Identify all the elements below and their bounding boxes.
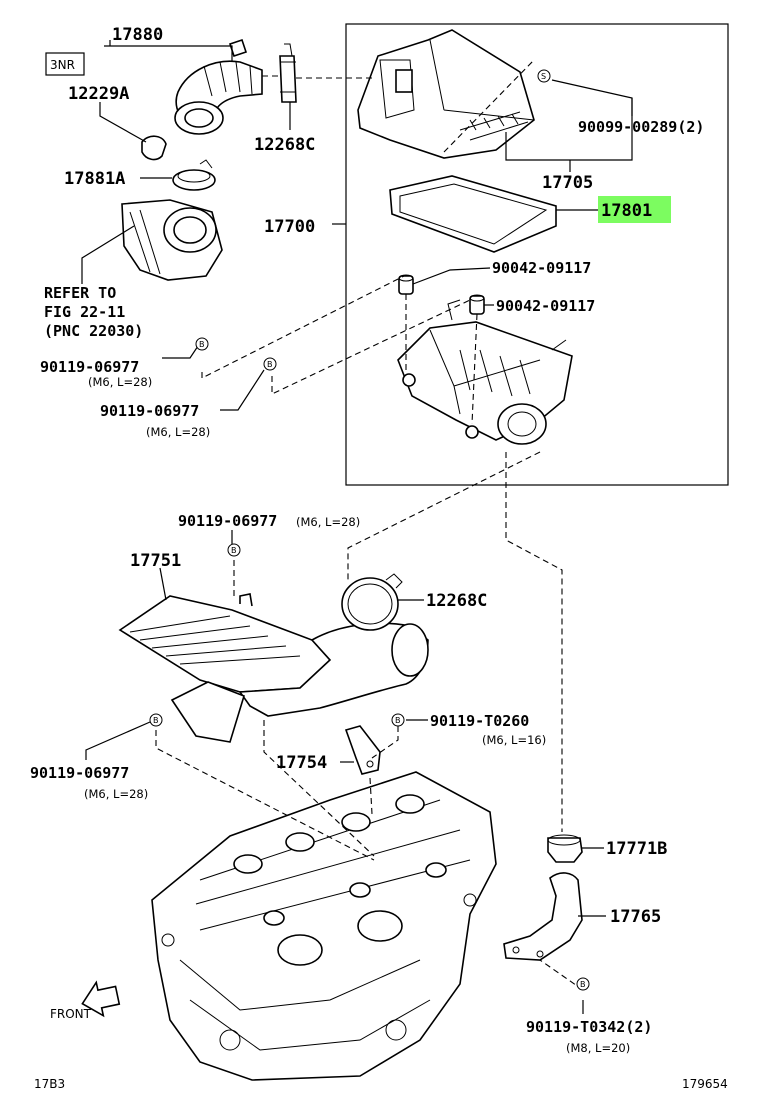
- label-17801[interactable]: 17801: [601, 201, 652, 221]
- leader-lines: [81, 40, 633, 1014]
- refer-line-3[interactable]: (PNC 22030): [44, 322, 143, 340]
- label-17754[interactable]: 17754: [276, 753, 327, 773]
- label-90042-a[interactable]: 90042-09117: [492, 259, 591, 277]
- bracket-17754[interactable]: [344, 725, 381, 775]
- label-90119-06977-b[interactable]: 90119-06977: [100, 402, 199, 420]
- marker-b-2: B: [263, 357, 277, 371]
- note-90119-t0342: (M8, L=20): [566, 1041, 630, 1055]
- label-90119-t0342[interactable]: 90119-T0342(2): [526, 1018, 652, 1036]
- elbow-12229a[interactable]: [141, 135, 167, 161]
- note-90119-t0260: (M6, L=16): [482, 733, 546, 747]
- marker-b-1: B: [195, 337, 209, 351]
- grommet-90042-a[interactable]: [398, 274, 414, 295]
- engine-code-box: [45, 52, 85, 76]
- dashed-connectors: [155, 59, 584, 991]
- assembly-box-17700: [345, 23, 729, 486]
- refer-line-1[interactable]: REFER TO: [44, 284, 116, 302]
- svg-text:B: B: [199, 340, 205, 349]
- marker-b-6: B: [576, 977, 590, 991]
- marker-b-4: B: [149, 713, 163, 727]
- label-90119-06977-c[interactable]: 90119-06977: [178, 512, 277, 530]
- front-label: FRONT: [50, 1007, 92, 1021]
- hose-clamp-12268c-mid[interactable]: [341, 573, 403, 631]
- air-inlet-duct-17751[interactable]: [118, 593, 429, 743]
- label-12268c-mid[interactable]: 12268C: [426, 591, 487, 611]
- marker-b-3: B: [227, 543, 241, 557]
- marker-b-5: B: [391, 713, 405, 727]
- svg-text:B: B: [231, 546, 237, 555]
- label-90099-00289[interactable]: 90099-00289(2): [578, 118, 704, 136]
- label-17751[interactable]: 17751: [130, 551, 181, 571]
- label-17771b[interactable]: 17771B: [606, 839, 667, 859]
- label-90119-t0260[interactable]: 90119-T0260: [430, 712, 529, 730]
- label-90119-06977-d[interactable]: 90119-06977: [30, 764, 129, 782]
- svg-text:B: B: [580, 980, 586, 989]
- clamp-17881a[interactable]: [172, 159, 216, 191]
- grommet-90042-b[interactable]: [469, 294, 485, 315]
- label-90042-b[interactable]: 90042-09117: [496, 297, 595, 315]
- label-17700[interactable]: 17700: [264, 217, 315, 237]
- refer-line-2[interactable]: FIG 22-11: [44, 303, 125, 321]
- label-12229a[interactable]: 12229A: [68, 84, 129, 104]
- note-90119-d: (M6, L=28): [84, 787, 148, 801]
- label-90119-06977-a[interactable]: 90119-06977: [40, 358, 139, 376]
- hose-clamp-12268c-top[interactable]: [279, 43, 297, 103]
- grommet-17771b[interactable]: [547, 834, 583, 863]
- air-filter-element-17801[interactable]: [389, 175, 557, 253]
- label-17765[interactable]: 17765: [610, 907, 661, 927]
- label-12268c-top[interactable]: 12268C: [254, 135, 315, 155]
- note-90119-b: (M6, L=28): [146, 425, 210, 439]
- marker-s: S: [541, 72, 546, 81]
- footer-left: 17B3: [34, 1077, 65, 1091]
- air-cleaner-case: [397, 299, 573, 445]
- label-17881a[interactable]: 17881A: [64, 169, 125, 189]
- engine-code: 3NR: [50, 58, 75, 72]
- intake-hose-17880[interactable]: [174, 38, 263, 135]
- label-17705[interactable]: 17705: [542, 173, 593, 193]
- footer-right: 179654: [682, 1077, 728, 1091]
- note-90119-c: (M6, L=28): [296, 515, 360, 529]
- throttle-body: [121, 199, 223, 281]
- front-arrow-icon: [81, 980, 121, 1018]
- note-90119-a: (M6, L=28): [88, 375, 152, 389]
- air-cleaner-cap[interactable]: [357, 29, 535, 159]
- label-17880[interactable]: 17880: [112, 25, 163, 45]
- svg-text:B: B: [267, 360, 273, 369]
- svg-text:B: B: [153, 716, 159, 725]
- engine-cylinder-head: [151, 771, 497, 1081]
- bracket-17765[interactable]: [503, 872, 583, 961]
- highlight-17801: [598, 196, 671, 223]
- svg-text:B: B: [395, 716, 401, 725]
